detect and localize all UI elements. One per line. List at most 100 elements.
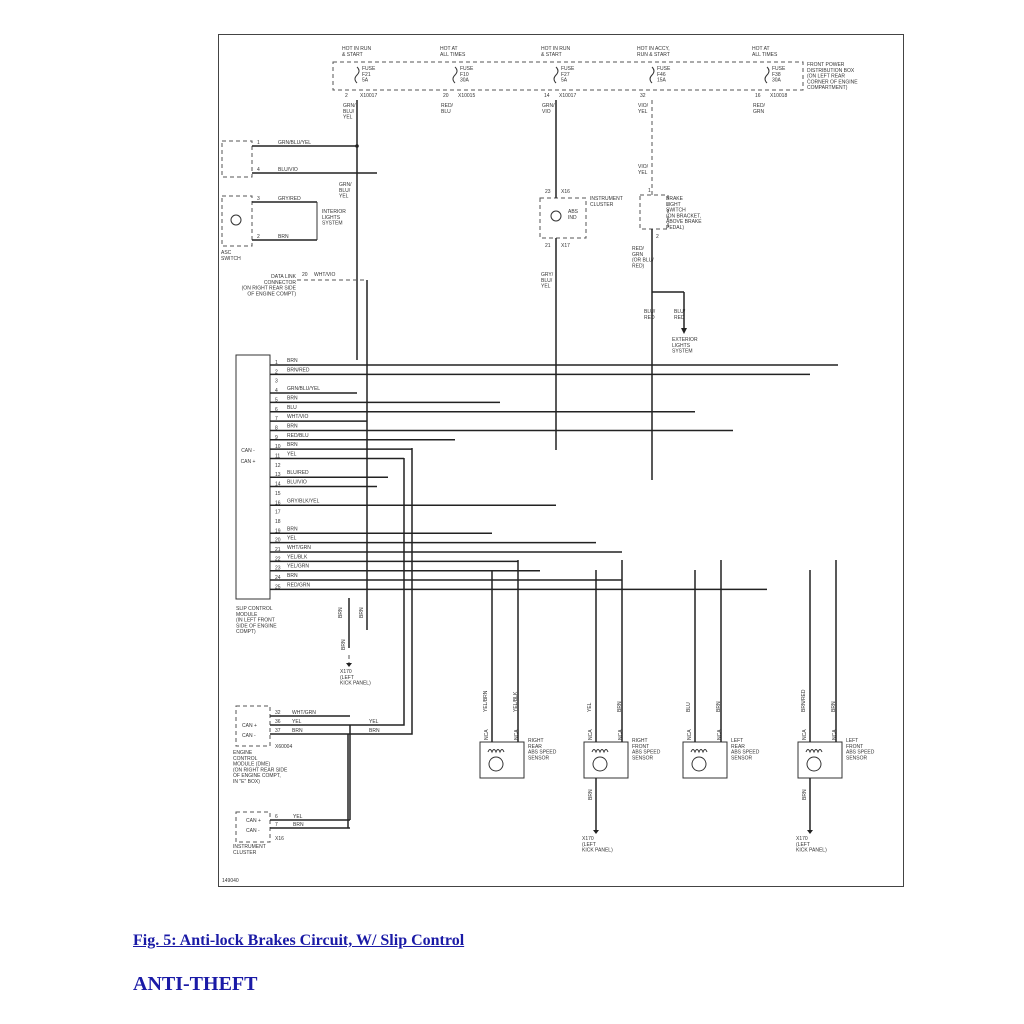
dme-right-wire: BRN	[369, 728, 380, 734]
dme-can-minus: CAN -	[242, 733, 256, 739]
sensor-ground-wire-label: BRN	[588, 789, 594, 800]
module-wire-label: YEL	[287, 452, 297, 458]
dme-wire: WHT/GRN	[292, 710, 316, 716]
nca-label: NCA	[618, 729, 624, 740]
sensor-wire-right: BRN	[831, 701, 837, 712]
nca-label: NCA	[832, 729, 838, 740]
sensor-winding-icon	[591, 749, 609, 754]
ic-bottom-pin: 7	[275, 822, 278, 828]
module-pin: 15	[275, 491, 281, 497]
sensor-wire-right: BRN	[617, 701, 623, 712]
module-pin: 21	[275, 547, 281, 553]
ic-top-outline	[539, 197, 587, 239]
nca-label: NCA	[802, 729, 808, 740]
ic-bottom-outline	[235, 811, 271, 843]
module-pin: 6	[275, 407, 278, 413]
asc-pin: 1	[257, 140, 260, 146]
module-pin: 11	[275, 454, 280, 460]
module-wire-label: BRN	[287, 423, 298, 429]
wire-color-label: GRN/BLU/YEL	[343, 103, 356, 121]
fuse-icon	[764, 66, 770, 84]
sensor-wire-right: BRN	[716, 701, 722, 712]
sensor-winding-icon	[487, 749, 505, 754]
module-wire-label: BRN	[287, 395, 298, 401]
connector-id: X10017	[559, 93, 576, 99]
can-plus-label: CAN +	[241, 459, 256, 465]
sensor-wire-right: YEL/BLK	[513, 691, 519, 712]
asc-wire-label: BLU/VIO	[278, 167, 298, 173]
figure-number: 149040	[222, 878, 239, 884]
sensor-wire-left: YEL	[587, 702, 593, 712]
wire-color-label: RED/BLU	[441, 103, 454, 115]
ic-pin: 23	[545, 189, 551, 195]
slip-control-module-box	[235, 354, 271, 600]
module-pin: 9	[275, 435, 278, 441]
can-minus-label: CAN -	[241, 448, 255, 454]
dme-wire: YEL	[292, 719, 302, 725]
ic-pin: 21	[545, 243, 551, 249]
nca-label: NCA	[514, 729, 520, 740]
asc-pin: 2	[257, 234, 260, 240]
module-ground-wire-label: BRN	[359, 607, 365, 618]
connector-pin: 32	[640, 93, 646, 99]
brake-pin: 2	[656, 234, 659, 240]
fuse-icon	[553, 66, 559, 84]
ic-conn: X17	[561, 243, 570, 249]
dme-can-plus: CAN +	[242, 723, 257, 729]
module-pin: 3	[275, 379, 278, 385]
dme-right-wire: YEL	[369, 719, 379, 725]
dme-conn: X60004	[275, 744, 292, 750]
data-link-pin: 20	[302, 272, 308, 278]
asc-switch-top	[221, 140, 253, 178]
figure-caption[interactable]: Fig. 5: Anti-lock Brakes Circuit, W/ Sli…	[133, 932, 465, 949]
module-pin: 24	[275, 575, 281, 581]
connector-pin: 16	[755, 93, 761, 99]
module-pin: 16	[275, 500, 281, 506]
fuse-icon	[354, 66, 360, 84]
ic-conn: X16	[561, 189, 570, 195]
sensor-wire-left: BLU	[686, 702, 692, 712]
power-source-label: HOT IN RUN& START	[541, 46, 570, 58]
module-pin: 4	[275, 388, 278, 394]
abs-sensor-box	[797, 741, 843, 779]
ic-out-wire: GRY/BLU/YEL	[541, 272, 554, 290]
sensor-coil-icon	[806, 756, 822, 772]
sensor-coil-icon	[488, 756, 504, 772]
sensor-winding-icon	[805, 749, 823, 754]
ic-bottom-wire: YEL	[293, 814, 303, 820]
abs-sensor-box	[479, 741, 525, 779]
nca-label: NCA	[588, 729, 594, 740]
diagram-frame	[218, 34, 904, 887]
module-wire-label: BRN	[287, 526, 298, 532]
nca-label: NCA	[484, 729, 490, 740]
module-pin: 22	[275, 556, 281, 562]
sensor-ground-wire-label: BRN	[802, 789, 808, 800]
module-wire-label: WHT/VIO	[287, 414, 308, 420]
module-ground-wire-label: BRN	[338, 607, 344, 618]
asc-pin: 4	[257, 167, 260, 173]
indicator-lamp-icon	[230, 214, 242, 226]
dme-pin: 36	[275, 719, 281, 725]
connector-id: X10018	[770, 93, 787, 99]
module-wire-label: BRN/RED	[287, 367, 310, 373]
ic-bottom-pin: 6	[275, 814, 278, 820]
module-wire-label: BRN	[287, 573, 298, 579]
module-ground-wire-label: BRN	[341, 639, 347, 650]
connector-pin: 20	[443, 93, 449, 99]
module-pin: 5	[275, 397, 278, 403]
connector-pin: 2	[345, 93, 348, 99]
sensor-wire-left: YEL/BRN	[483, 690, 489, 712]
